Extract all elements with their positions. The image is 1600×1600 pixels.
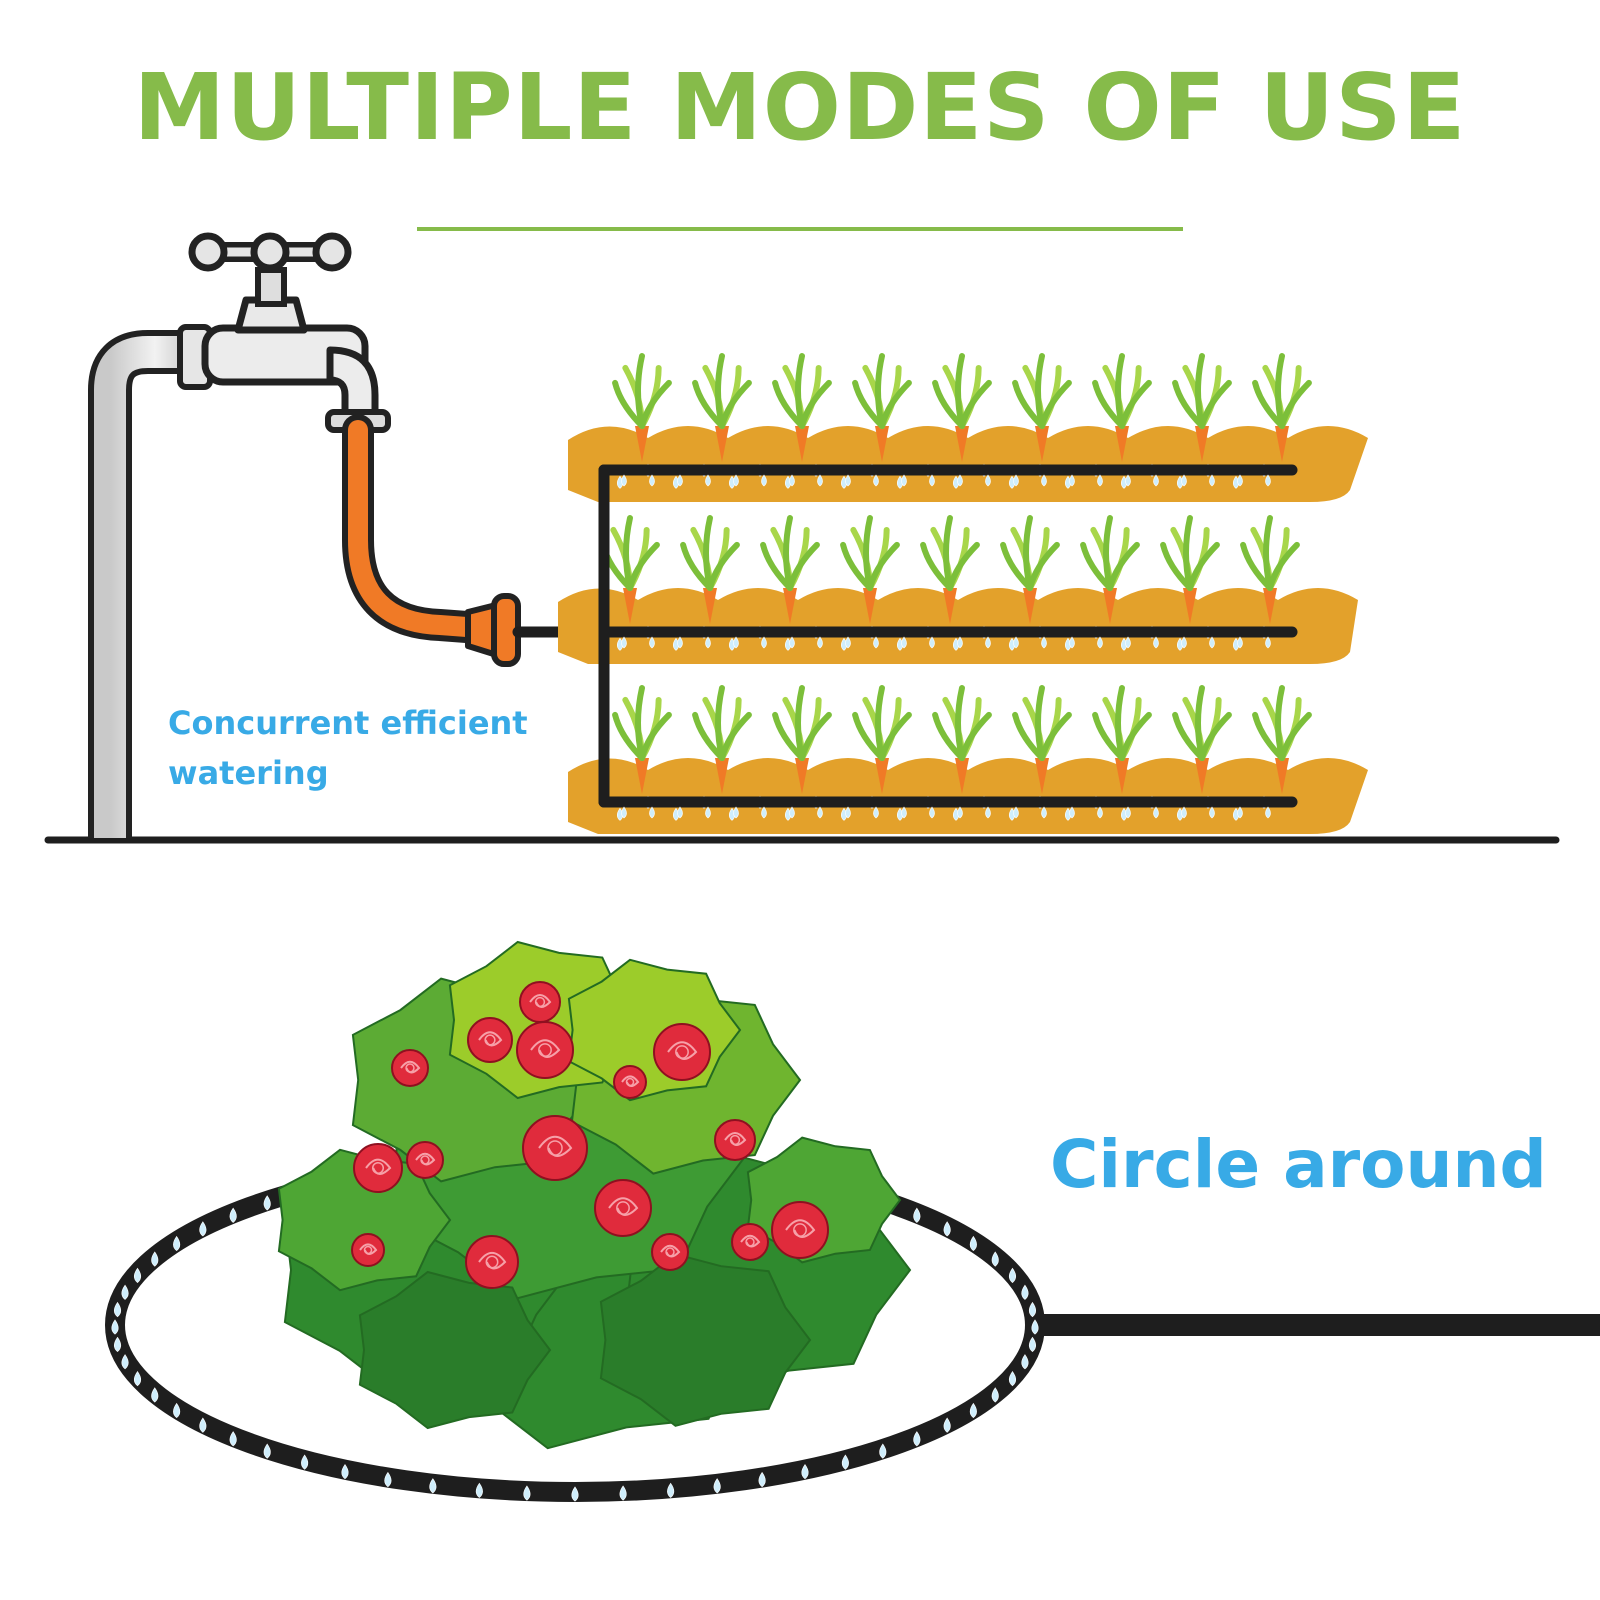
caption-concurrent-watering: Concurrent efficient watering bbox=[168, 704, 528, 792]
rose-icon bbox=[731, 1223, 769, 1261]
faucet-icon bbox=[188, 232, 391, 433]
carrot-beds bbox=[558, 353, 1368, 834]
rose-icon bbox=[653, 1023, 711, 1081]
rose-icon bbox=[467, 1017, 513, 1063]
rose-icon bbox=[714, 1119, 756, 1161]
carrot-bed bbox=[568, 353, 1368, 502]
rose-icon bbox=[519, 981, 561, 1023]
rose-icon bbox=[406, 1141, 444, 1179]
rose-bush bbox=[277, 940, 912, 1450]
page-title: MULTIPLE MODES OF USE bbox=[133, 54, 1467, 161]
caption-circle-around: Circle around bbox=[1050, 1126, 1547, 1203]
rose-icon bbox=[391, 1049, 429, 1087]
rose-icon bbox=[613, 1065, 647, 1099]
title-divider bbox=[417, 227, 1183, 231]
rose-icon bbox=[465, 1235, 519, 1289]
rose-icon bbox=[516, 1021, 574, 1079]
rose-icon bbox=[353, 1143, 403, 1193]
rose-icon bbox=[522, 1115, 588, 1181]
rose-icon bbox=[771, 1201, 829, 1259]
garden-hose bbox=[342, 414, 521, 667]
rose-icon bbox=[351, 1233, 385, 1267]
carrot-bed bbox=[568, 685, 1368, 834]
rose-icon bbox=[651, 1233, 689, 1271]
rose-icon bbox=[594, 1179, 652, 1237]
